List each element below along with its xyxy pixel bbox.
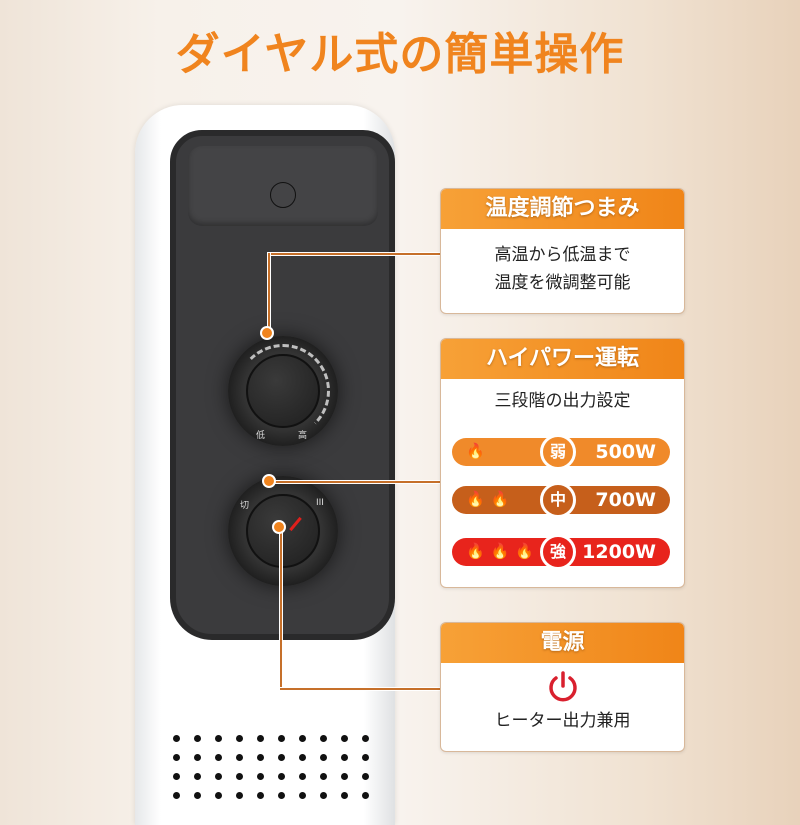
- card-temperature-title: 温度調節つまみ: [441, 189, 684, 229]
- level-watt: 700W: [595, 489, 656, 511]
- connector-switch-h: [279, 687, 444, 691]
- level-strong: 🔥🔥🔥 強 1200W: [452, 534, 670, 570]
- card-high-power-title: ハイパワー運転: [441, 339, 684, 379]
- power-icon: [545, 669, 581, 705]
- pin-temp: [260, 326, 274, 340]
- card-power: 電源 ヒーター出力兼用: [440, 622, 685, 752]
- pin-switch: [272, 520, 286, 534]
- connector-power-h: [270, 480, 444, 484]
- level-watt: 500W: [595, 441, 656, 463]
- indicator-circle: [270, 182, 296, 208]
- control-panel: 低 高 切 III: [170, 130, 395, 640]
- level-mid: 🔥🔥 中 700W: [452, 482, 670, 518]
- temperature-knob-cap: [246, 354, 320, 428]
- high-label: 高: [298, 431, 308, 441]
- temperature-scale: [236, 344, 330, 438]
- connector-temp-v: [267, 252, 271, 334]
- connector-temp-h: [267, 252, 444, 256]
- heater-body: 低 高 切 III: [135, 105, 395, 825]
- card-power-title: 電源: [441, 623, 684, 663]
- card-temperature: 温度調節つまみ 高温から低温まで 温度を微調整可能: [440, 188, 685, 314]
- flame-icon: 🔥🔥: [466, 490, 516, 508]
- low-label: 低: [256, 431, 266, 441]
- level-badge: 強: [540, 534, 576, 570]
- level-watt: 1200W: [582, 541, 656, 563]
- panel-top-recess: [188, 146, 378, 226]
- page-title: ダイヤル式の簡単操作: [175, 29, 625, 80]
- connector-switch-v: [279, 525, 283, 689]
- card-temperature-line: 高温から低温まで: [494, 245, 631, 265]
- card-power-caption: ヒーター出力兼用: [494, 711, 631, 731]
- vent-grille: [173, 735, 369, 799]
- temperature-knob[interactable]: 低 高: [228, 336, 338, 446]
- card-high-power-subtitle: 三段階の出力設定: [494, 391, 631, 411]
- level-weak: 🔥 弱 500W: [452, 434, 670, 470]
- card-temperature-line: 温度を微調整可能: [494, 273, 631, 293]
- off-label: 切: [240, 501, 250, 511]
- level-badge: 弱: [540, 434, 576, 470]
- flame-icon: 🔥🔥🔥: [466, 542, 541, 560]
- level-badge: 中: [540, 482, 576, 518]
- pin-power: [262, 474, 276, 488]
- max-label: III: [316, 498, 324, 508]
- flame-icon: 🔥: [466, 442, 491, 460]
